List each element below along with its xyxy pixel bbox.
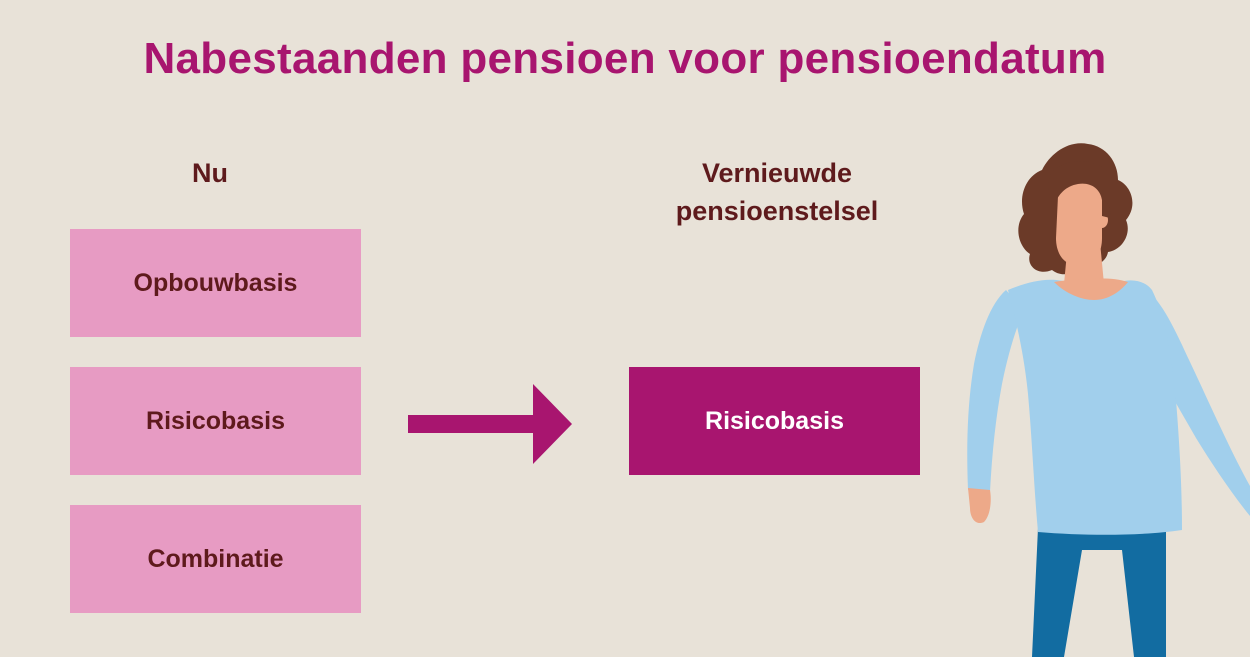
option-label: Combinatie: [147, 544, 284, 573]
face: [1056, 180, 1102, 266]
right-arm: [1144, 288, 1250, 516]
current-column-heading: Nu: [192, 158, 228, 188]
new-heading-line-2: pensioenstelsel: [675, 196, 879, 226]
trousers: [1032, 528, 1166, 657]
page-title: Nabestaanden pensioen voor pensioendatum: [143, 34, 1107, 83]
hair-front: [1048, 161, 1114, 206]
left-hand: [968, 488, 991, 524]
woman-illustration: [967, 143, 1250, 657]
new-heading-line-1: Vernieuwde: [701, 158, 853, 188]
option-label: Opbouwbasis: [133, 268, 298, 297]
new-option-box-risicobasis: Risicobasis: [629, 367, 920, 475]
right-arrow-icon: [408, 384, 572, 464]
option-label: Risicobasis: [146, 406, 285, 435]
new-option-label: Risicobasis: [705, 406, 844, 435]
hair-side: [1102, 198, 1111, 218]
option-box-combinatie: Combinatie: [70, 505, 361, 613]
left-arm: [967, 290, 1024, 492]
shirt: [1008, 279, 1182, 535]
neckline: [1054, 278, 1128, 300]
new-column-heading: Vernieuwde pensioenstelsel: [622, 154, 932, 230]
option-box-risicobasis: Risicobasis: [70, 367, 361, 475]
option-box-opbouwbasis: Opbouwbasis: [70, 229, 361, 337]
